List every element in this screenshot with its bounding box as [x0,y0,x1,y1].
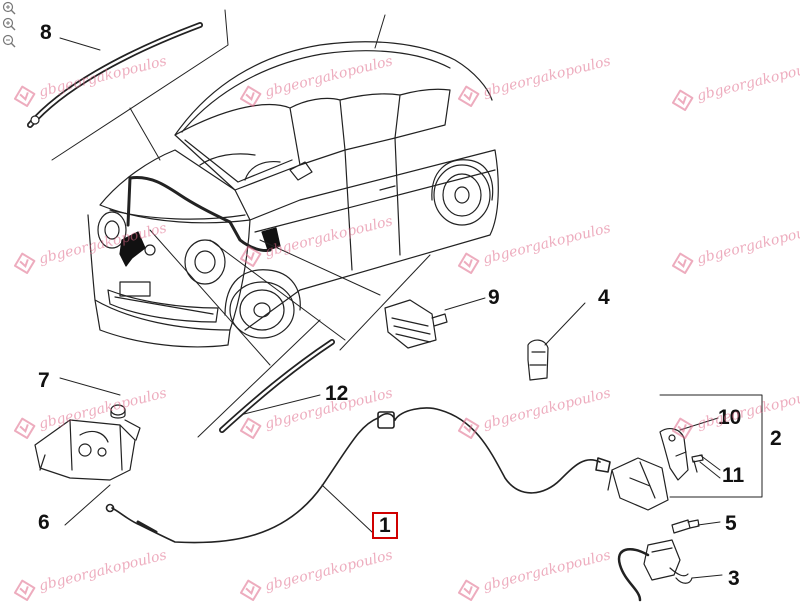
callout-1-highlighted[interactable]: 1 [372,512,398,539]
callout-11[interactable]: 11 [722,464,745,487]
part-11-screw [691,454,704,473]
callout-6[interactable]: 6 [38,511,50,534]
part-8-seal-strip [27,22,203,128]
watermark-logo-icon [13,417,36,440]
watermark-logo-icon [457,417,480,440]
watermark: gbgeorgakopoulos [669,54,800,113]
watermark: gbgeorgakopoulos [11,382,169,441]
part-4-bracket [527,339,549,381]
car-illustration [87,41,499,348]
watermark-logo-icon [239,85,262,108]
watermark: gbgeorgakopoulos [11,50,169,109]
callout-12[interactable]: 12 [325,382,349,405]
watermark-logo-icon [671,89,694,112]
callout-3[interactable]: 3 [728,567,740,590]
watermark: gbgeorgakopoulos [237,50,395,109]
watermark-logo-icon [13,252,36,275]
leader-lines [51,9,763,579]
part-12-weatherstrip [219,339,335,433]
watermark: gbgeorgakopoulos [237,544,395,603]
car-cable-route [126,175,272,252]
watermark: gbgeorgakopoulos [455,382,613,441]
watermark: gbgeorgakopoulos [669,382,800,441]
watermark-logo-icon [457,85,480,108]
watermark-logo-icon [671,417,694,440]
part-9-clip [384,299,448,349]
part-7-cap [110,404,126,419]
watermark: gbgeorgakopoulos [455,217,613,276]
part-10-lever [659,428,689,481]
watermark: gbgeorgakopoulos [237,382,395,441]
watermark: gbgeorgakopoulos [11,217,169,276]
callout-5[interactable]: 5 [725,512,737,535]
watermark: gbgeorgakopoulos [455,50,613,109]
callout-9[interactable]: 9 [488,286,500,309]
zoom-in-icon[interactable] [2,1,16,15]
watermark: gbgeorgakopoulos [11,544,169,603]
callout-7[interactable]: 7 [38,369,50,392]
part-2-handle-bracket [607,457,669,511]
watermark-logo-icon [457,252,480,275]
watermark-logo-icon [13,579,36,602]
watermark: gbgeorgakopoulos [455,544,613,603]
part-1-release-cable [105,407,611,544]
watermark-logo-icon [239,245,262,268]
part-3-sensor [617,539,693,602]
callout-10[interactable]: 10 [718,406,742,429]
watermark: gbgeorgakopoulos [237,210,395,269]
zoom-in-alt-icon[interactable] [2,17,16,31]
part-6-hood-lock [34,419,141,481]
zoom-out-icon[interactable] [2,34,16,48]
part-5-screw [671,519,700,534]
watermark-logo-icon [13,85,36,108]
watermark-logo-icon [671,252,694,275]
callout-4[interactable]: 4 [598,286,610,309]
car-release-handle-mark [261,227,281,251]
watermark-logo-icon [457,579,480,602]
callout-2[interactable]: 2 [770,427,782,450]
watermark-logo-icon [239,579,262,602]
callout-8[interactable]: 8 [40,21,52,44]
watermark-logo-icon [239,417,262,440]
car-hood-latch-mark [119,231,146,267]
watermark: gbgeorgakopoulos [669,217,800,276]
